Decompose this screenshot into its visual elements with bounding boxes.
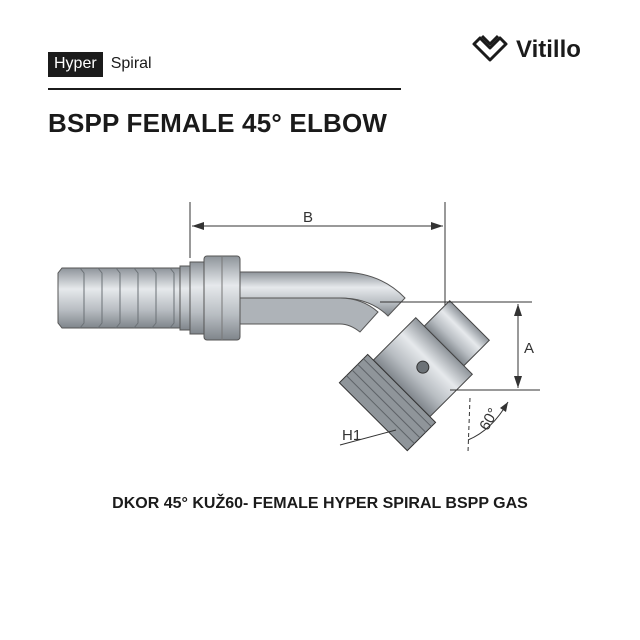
angle-indicator: 60° xyxy=(467,397,509,453)
angle-label: 60° xyxy=(476,405,502,433)
h1-leader: H1 xyxy=(339,427,397,446)
series-hyper-label: Hyper xyxy=(48,51,103,77)
series-spiral-label: Spiral xyxy=(110,54,152,72)
swivel-nut xyxy=(338,299,491,452)
bent-tube xyxy=(239,271,406,333)
page-title: BSPP FEMALE 45° ELBOW xyxy=(48,108,388,138)
header-divider xyxy=(48,88,401,90)
dimension-b-label: B xyxy=(303,209,313,226)
h1-label: H1 xyxy=(342,427,361,444)
vitillo-mark-icon xyxy=(472,34,508,62)
vitillo-logo: Vitillo xyxy=(470,30,581,70)
collar xyxy=(189,255,241,341)
product-caption: DKOR 45° KUŽ60- FEMALE HYPER SPIRAL BSPP… xyxy=(112,495,528,512)
logo-text: Vitillo xyxy=(516,36,581,63)
dimension-a: A xyxy=(380,301,540,391)
dimension-a-label: A xyxy=(524,340,534,357)
hose-tail xyxy=(57,265,191,331)
fitting-drawing: B A H1 6 xyxy=(57,202,540,453)
series-badge: Hyper Spiral xyxy=(48,51,152,77)
dimension-b: B xyxy=(189,202,446,308)
